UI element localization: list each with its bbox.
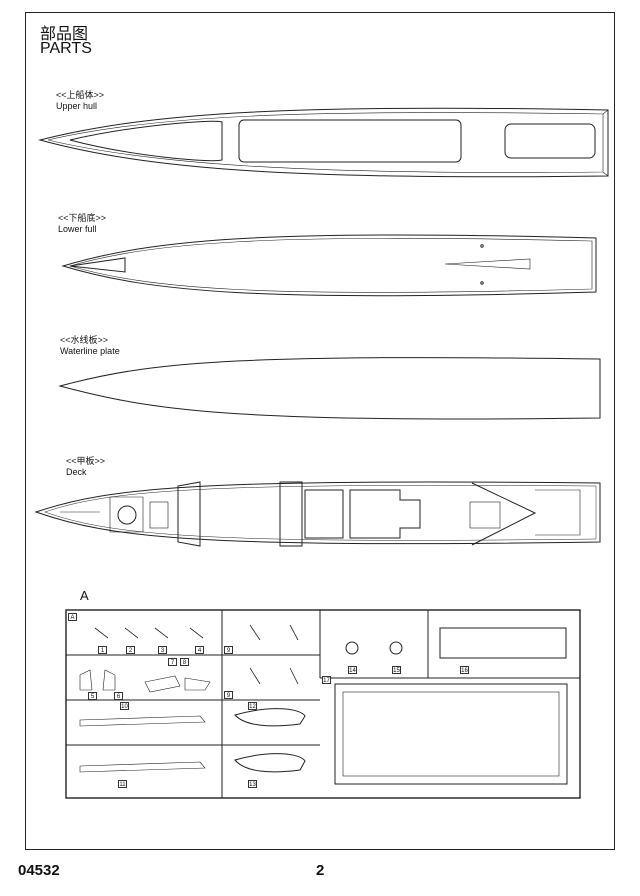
part-label-lower-hull: <<下船底>> Lower full bbox=[58, 213, 106, 235]
lower-hull-outline bbox=[61, 234, 597, 297]
part-number: 14 bbox=[348, 666, 357, 674]
page-number: 2 bbox=[316, 862, 325, 879]
part-number: 2 bbox=[126, 646, 135, 654]
part-number: 16 bbox=[460, 666, 469, 674]
part-number: 6 bbox=[114, 692, 123, 700]
title-chinese: 部品图 bbox=[40, 26, 89, 43]
part-number: 8 bbox=[180, 658, 189, 666]
part-label-en: Upper hull bbox=[56, 101, 98, 111]
waterline-plate-outline bbox=[58, 357, 601, 420]
part-number: 4 bbox=[195, 646, 204, 654]
part-number: 1 bbox=[98, 646, 107, 654]
part-number: 7 bbox=[168, 658, 177, 666]
sprue-letter: A bbox=[80, 588, 89, 603]
part-number: 5 bbox=[88, 692, 97, 700]
part-number: 15 bbox=[392, 666, 401, 674]
deck-outline bbox=[34, 481, 601, 547]
upper-hull-outline bbox=[38, 107, 609, 178]
part-number: 9 bbox=[224, 646, 233, 654]
part-label-en: Lower full bbox=[58, 224, 97, 234]
part-number: 10 bbox=[120, 702, 129, 710]
product-code: 04532 bbox=[18, 862, 60, 879]
part-label-cn: <<水线板>> bbox=[60, 335, 109, 345]
part-number: 12 bbox=[248, 702, 257, 710]
part-label-en: Deck bbox=[66, 467, 87, 477]
sprue-frame-tag: A bbox=[68, 613, 77, 621]
part-number: 3 bbox=[158, 646, 167, 654]
part-number: 13 bbox=[248, 780, 257, 788]
part-number: 17 bbox=[322, 676, 331, 684]
part-number: 11 bbox=[118, 780, 127, 788]
part-number: 9 bbox=[224, 691, 233, 699]
part-label-en: Waterline plate bbox=[60, 346, 120, 356]
part-label-cn: <<甲板>> bbox=[66, 456, 106, 466]
title-english: PARTS bbox=[40, 40, 92, 57]
part-label-waterline-plate: <<水线板>> Waterline plate bbox=[60, 335, 120, 357]
part-label-upper-hull: <<上船体>> Upper hull bbox=[56, 90, 104, 112]
part-label-deck: <<甲板>> Deck bbox=[66, 456, 105, 478]
part-label-cn: <<上船体>> bbox=[56, 90, 105, 100]
part-label-cn: <<下船底>> bbox=[58, 213, 107, 223]
page-border bbox=[25, 12, 615, 850]
sprue-frame-a bbox=[65, 609, 581, 799]
